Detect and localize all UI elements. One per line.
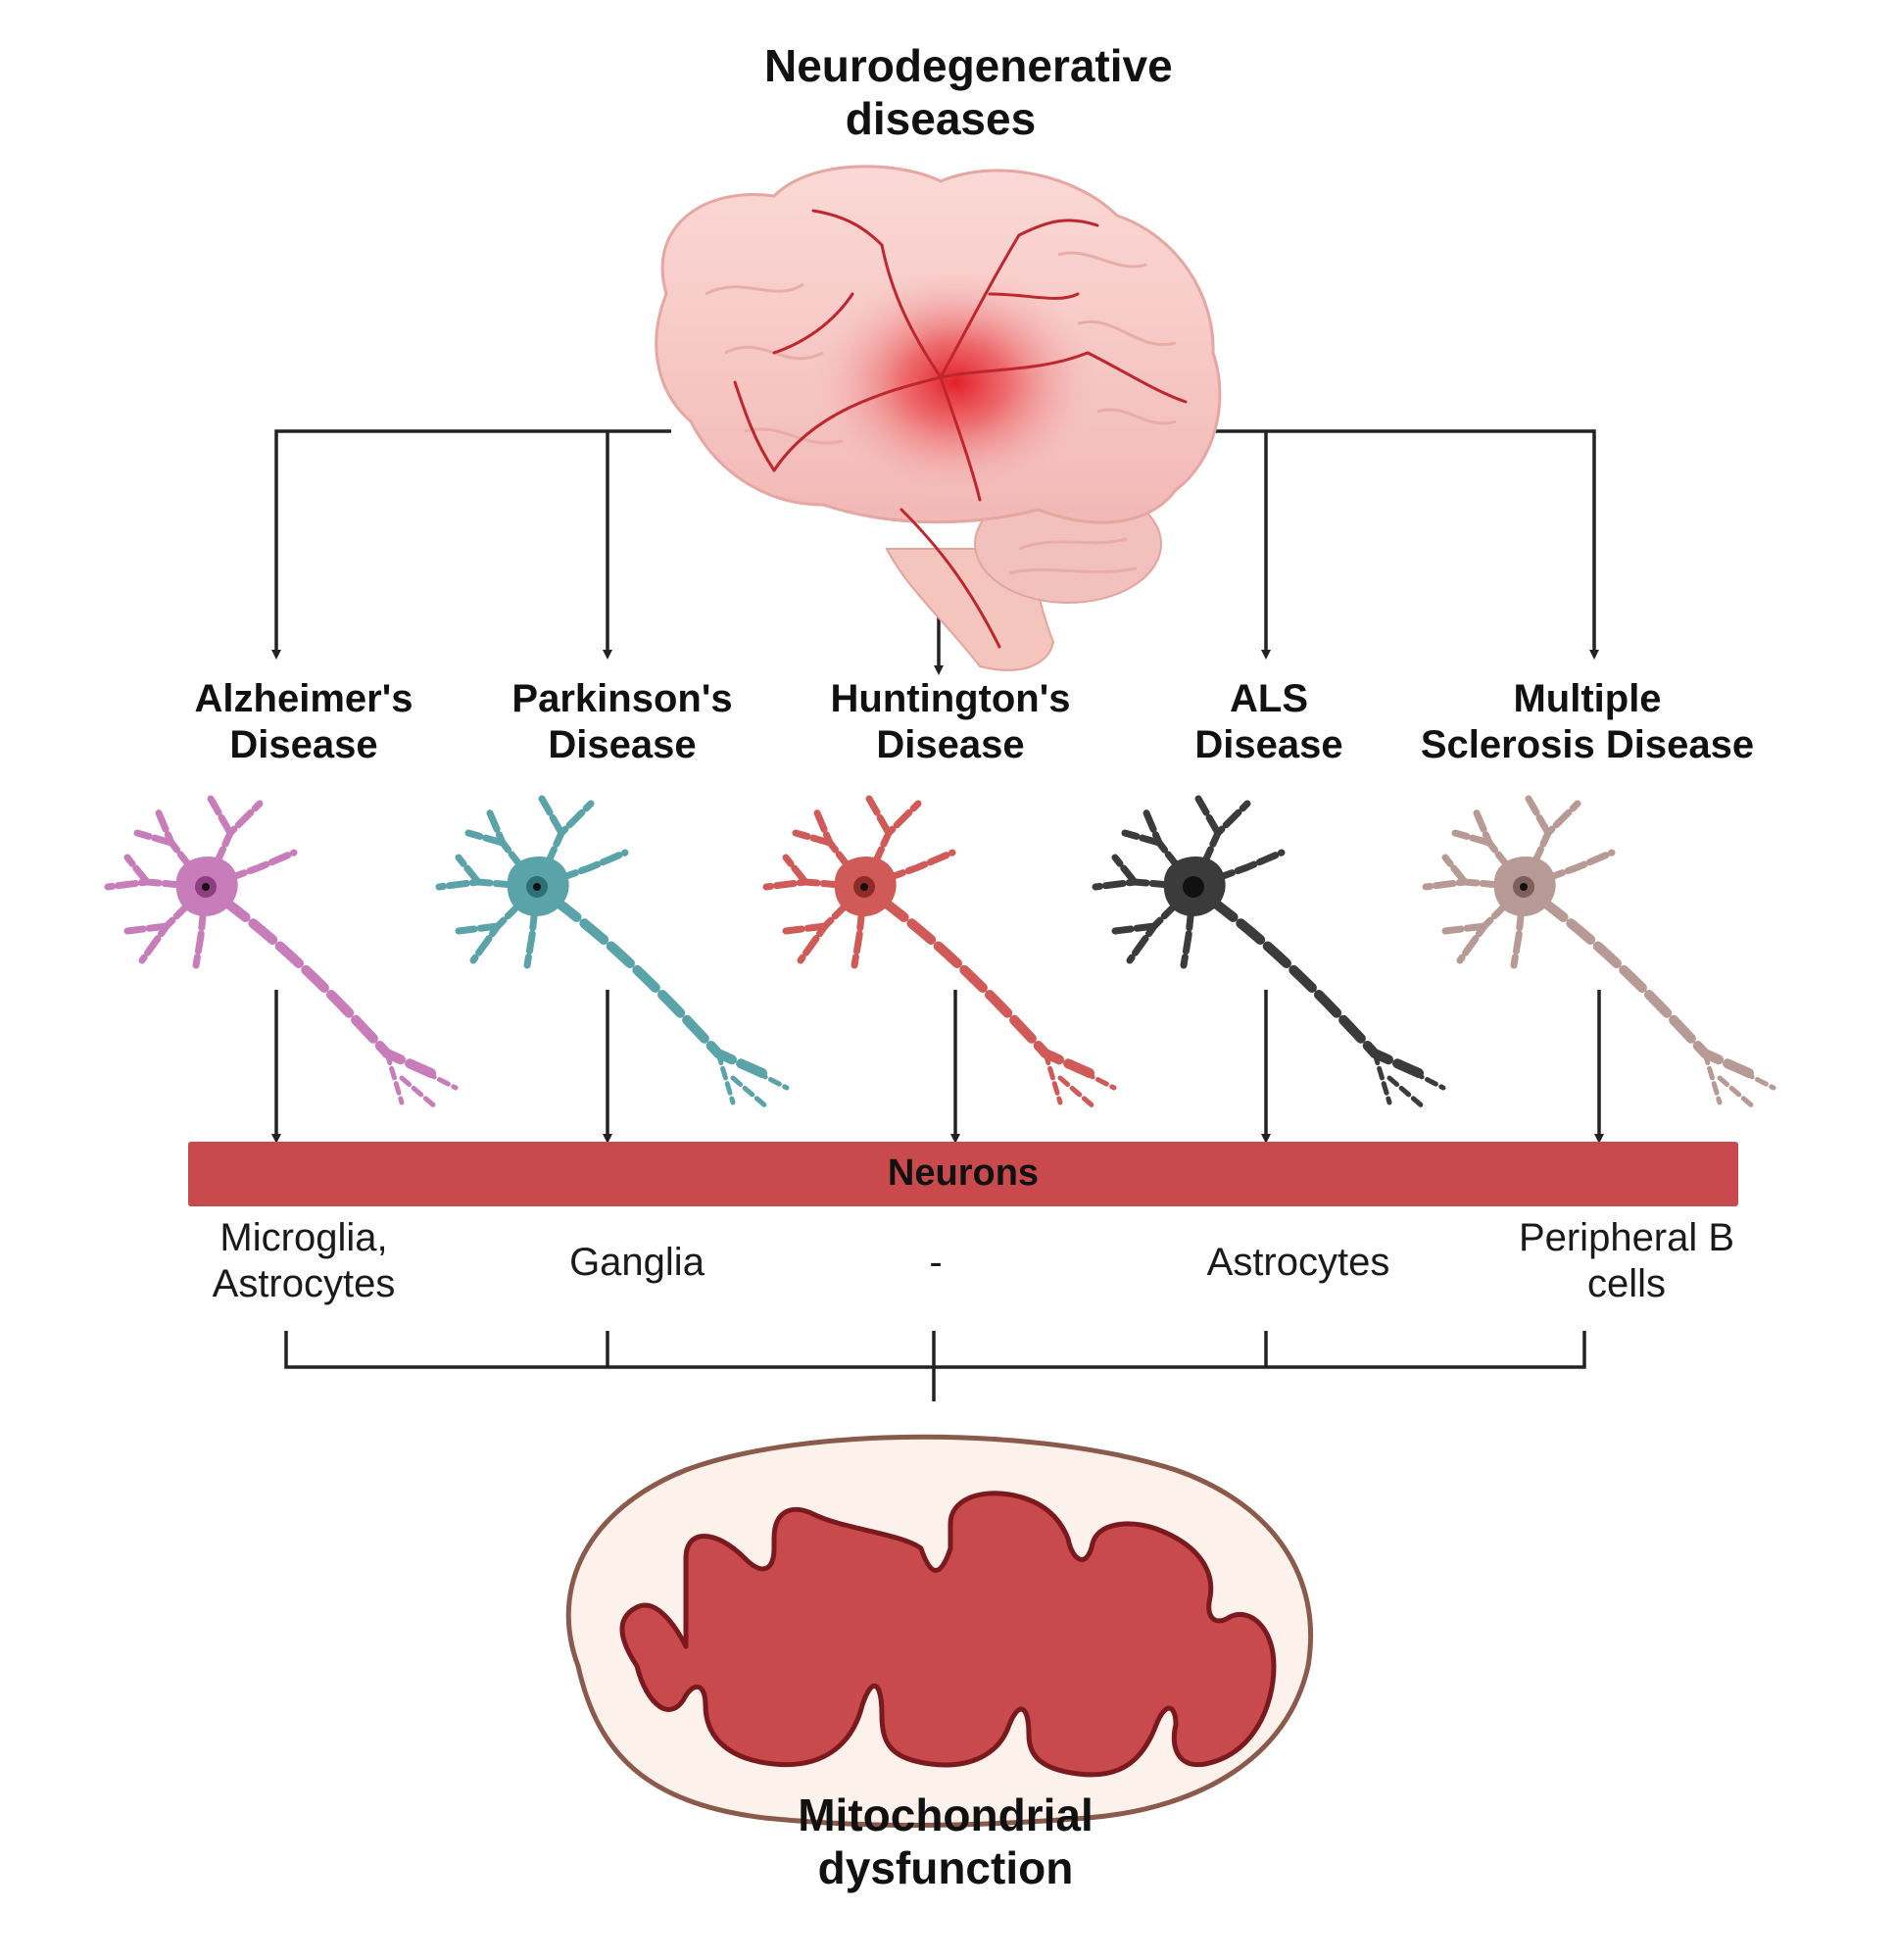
brain-icon: [655, 165, 1222, 671]
disease-label-line1: Huntington's: [830, 677, 1071, 720]
neuron-dendrite: [455, 854, 482, 886]
neuron-dendrite: [865, 795, 893, 837]
neuron-dendrite: [538, 795, 565, 837]
neuron-dendrite: [1111, 854, 1139, 886]
neuron-dendrite: [1111, 922, 1158, 935]
disease-label-als: ALS Disease: [1112, 676, 1426, 768]
neuron-terminal: [1372, 1051, 1392, 1105]
neuron-dendrite: [207, 795, 234, 837]
neuron-icon-5: [1422, 795, 1776, 1110]
neuron-terminal: [409, 1062, 459, 1091]
page-title-text: Neurodegenerative diseases: [764, 40, 1173, 145]
neuron-terminal: [1396, 1062, 1446, 1091]
disease-label-alzheimers: Alzheimer's Disease: [147, 676, 461, 768]
neuron-dendrite: [1121, 829, 1163, 847]
neuron-icon-4: [1092, 795, 1446, 1110]
cell-type-line2: Astrocytes: [212, 1262, 396, 1306]
mitochondrial-dysfunction-text: Mitochondrial dysfunction: [798, 1789, 1094, 1894]
neuron-nucleolus: [533, 883, 541, 891]
neuron-icon-2: [435, 795, 790, 1110]
neurons-bar: [188, 1142, 1738, 1206]
neuron-dendrite: [123, 854, 151, 886]
neuron-to-bar-arrows: [271, 990, 1604, 1144]
neuron-axon: [552, 897, 767, 1078]
neuron-dendrite: [1194, 795, 1222, 837]
bracket-connector: [284, 1331, 1586, 1401]
cell-type-line1: Ganglia: [569, 1241, 705, 1284]
neuron-nucleolus: [1520, 883, 1528, 891]
neurons-bar-label: Neurons: [887, 1152, 1040, 1194]
disease-label-line1: Alzheimer's: [194, 677, 413, 720]
neuron-dendrite: [464, 829, 507, 847]
neuron-terminal: [1057, 1075, 1097, 1110]
neuron-dendrite: [133, 829, 175, 847]
neuron-terminal: [399, 1075, 439, 1110]
neuron-axon: [220, 897, 436, 1078]
neuron-terminal: [1386, 1075, 1427, 1110]
disease-label-huntingtons: Huntington's Disease: [789, 676, 1112, 768]
neuron-terminal: [740, 1062, 790, 1091]
neuron-terminal: [1717, 1075, 1757, 1110]
neuron-nucleolus: [202, 883, 210, 891]
disease-label-line2: Sclerosis Disease: [1420, 723, 1755, 767]
disease-label-line2: Disease: [1194, 723, 1343, 767]
disease-label-multiple-sclerosis: Multiple Sclerosis Disease: [1391, 676, 1783, 768]
page-title: Neurodegenerative diseases: [647, 39, 1235, 146]
neuron-icon-1: [104, 795, 459, 1110]
neuron-nucleolus: [1190, 883, 1197, 891]
neuron-terminal: [1067, 1062, 1117, 1091]
disease-label-line2: Disease: [548, 723, 697, 767]
disease-label-parkinsons: Parkinson's Disease: [465, 676, 779, 768]
neuron-dendrite: [782, 922, 829, 935]
neuron-icon-3: [762, 795, 1117, 1110]
cell-type-line1: Microglia,: [219, 1216, 388, 1259]
neuron-dendrite: [1451, 829, 1493, 847]
neuron-terminal: [715, 1051, 736, 1105]
neuron-axon: [879, 897, 1094, 1078]
disease-label-line2: Disease: [876, 723, 1025, 767]
neuron-terminal: [1043, 1051, 1063, 1105]
connector-left-branch: [271, 429, 671, 660]
connector-right-branch: [1215, 429, 1599, 660]
neuron-terminal: [1726, 1062, 1776, 1091]
neuron-terminal: [1702, 1051, 1723, 1105]
cell-type-label-1: Microglia, Astrocytes: [147, 1215, 461, 1307]
mitochondrial-dysfunction-label: Mitochondrial dysfunction: [750, 1788, 1142, 1895]
cell-type-line1: Astrocytes: [1206, 1241, 1390, 1284]
neuron-dendrite: [792, 829, 834, 847]
neuron-axon: [1208, 897, 1424, 1078]
mitochondrion-icon: [565, 1434, 1314, 1828]
cell-type-line2: cells: [1586, 1262, 1667, 1306]
cell-type-line1: -: [929, 1241, 943, 1284]
neuron-dendrite: [1441, 922, 1488, 935]
disease-label-line1: Multiple: [1513, 677, 1662, 720]
disease-label-line1: Parkinson's: [511, 677, 733, 720]
neuron-dendrite: [782, 854, 809, 886]
disease-label-line1: ALS: [1230, 677, 1308, 720]
cell-type-label-2: Ganglia: [480, 1240, 794, 1286]
neuron-axon: [1538, 897, 1754, 1078]
cell-type-line1: Peripheral B: [1518, 1216, 1735, 1259]
neuron-dendrite: [123, 922, 170, 935]
neuron-dendrite: [1525, 795, 1552, 837]
neuron-terminal: [730, 1075, 770, 1110]
neurons-group: [104, 795, 1776, 1110]
cell-type-label-5: Peripheral B cells: [1470, 1215, 1783, 1307]
cell-type-label-4: Astrocytes: [1137, 1240, 1460, 1286]
cell-type-label-3: -: [838, 1240, 1034, 1286]
disease-label-line2: Disease: [229, 723, 378, 767]
neuron-terminal: [384, 1051, 405, 1105]
neuron-dendrite: [1441, 854, 1469, 886]
neuron-dendrite: [455, 922, 502, 935]
neuron-nucleolus: [860, 883, 868, 891]
